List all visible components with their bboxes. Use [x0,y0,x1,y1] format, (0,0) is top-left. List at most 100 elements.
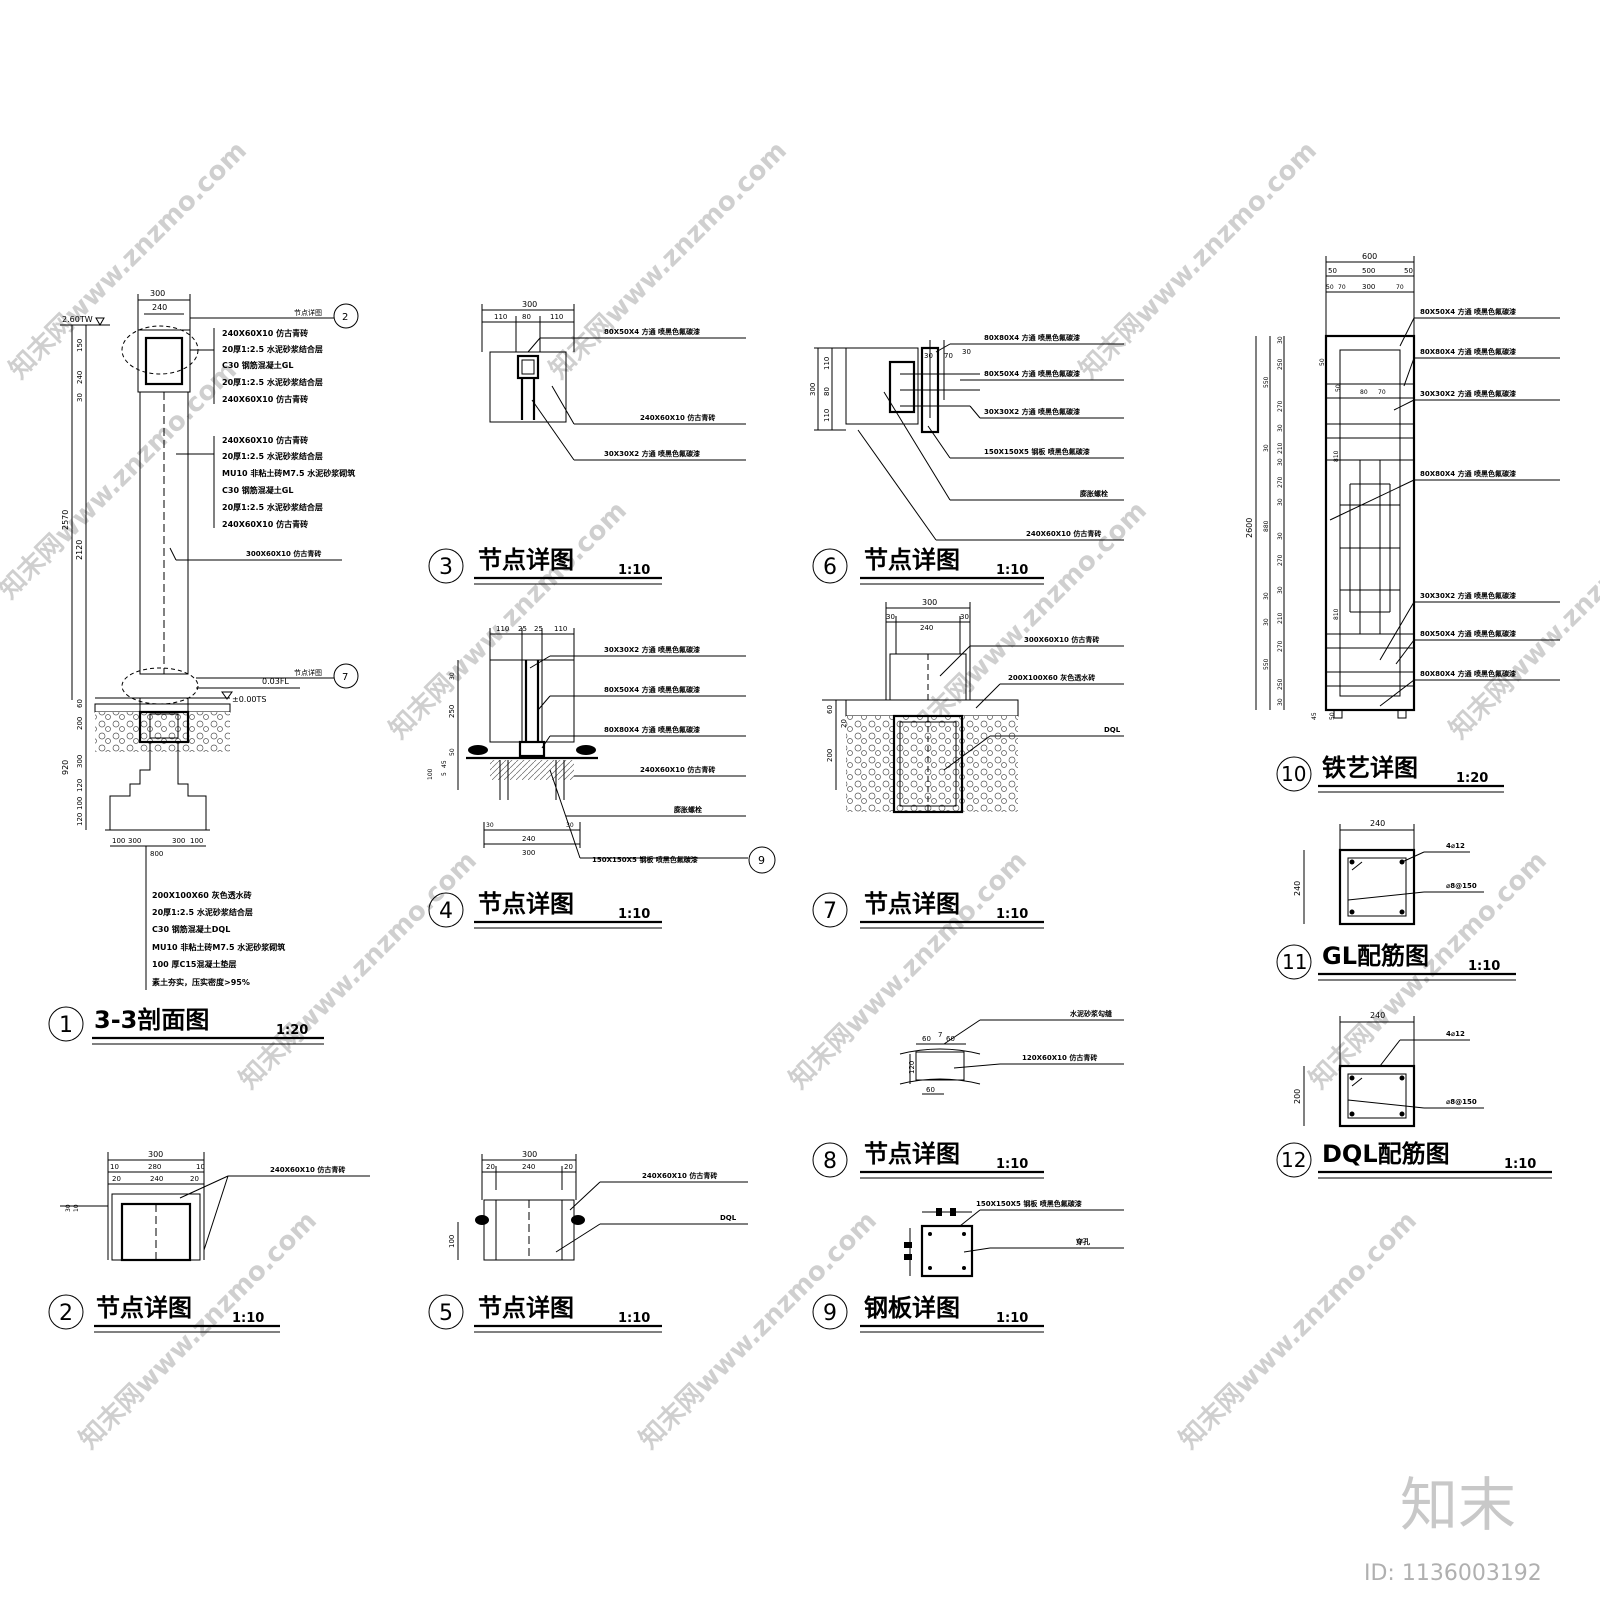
callout-text: 30X30X2 方通 喷黑色氟碳漆 [604,449,700,458]
dim-text: 50 [1335,384,1342,392]
callout-text: 120X60X10 仿古青砖 [1022,1053,1097,1062]
callout-text: 80X80X4 方通 喷黑色氟碳漆 [604,725,700,734]
elevation-zero: ±0.00TS [232,695,266,704]
callout-text: 80X50X4 方通 喷黑色氟碳漆 [604,327,700,336]
detail-6-node: 30 70 30 110 80 110 300 80X80X4 方通 喷黑色氟碳… [809,333,1124,585]
dim-text: 100 [427,768,434,780]
detail-scale: 1:10 [1468,959,1500,974]
dim-text: 70 [944,352,953,360]
detail-11-gl-rebar: 240 240 4⌀12 ⌀8@150 11 GL配筋图 1:10 [1276,819,1516,981]
callout-text: 240X60X10 仿古青砖 [222,519,308,529]
watermark-text: 知末网www.znzmo.com [234,846,483,1095]
dim-text: 110 [494,313,507,321]
dim-text: 240 [1370,1011,1385,1020]
callout-text: 150X150X5 钢板 喷黑色氟碳漆 [976,1199,1082,1208]
detail-9-steel-plate: 150X150X5 钢板 喷黑色氟碳漆 穿孔 9 钢板详图 1:10 [812,1199,1124,1333]
dim-text: 120 [76,779,84,792]
callout-text: 80X80X4 方通 喷黑色氟碳漆 [984,333,1080,342]
callout-text: 100 厚C15混凝土垫层 [152,959,237,969]
dim-text: 100 [76,797,84,810]
dim-text: 70 [1378,389,1386,396]
detail-number: 6 [823,555,837,580]
dim-text: 30 [449,672,456,680]
dim-text: 810 [1333,450,1340,462]
dim-text: 10 [196,1163,205,1171]
dim-text: 50 [449,748,456,756]
dim-text: 300 [150,289,165,298]
detail-number-bubble [428,548,464,584]
detail-number: 7 [823,899,837,924]
dim-text: 210 [1277,612,1284,624]
detail-number-bubble [812,1294,848,1330]
callout-text: 4⌀12 [1446,842,1465,850]
callout-text: 80X50X4 方通 喷黑色氟碳漆 [984,369,1080,378]
detail-scale: 1:10 [996,907,1028,922]
watermark-text: 知末网www.znzmo.com [1074,136,1323,385]
callout-text: DQL [1104,726,1121,734]
dim-text: 60 [922,1035,931,1043]
dim-text: 60 [926,1086,935,1094]
detail-12-dql-rebar: 240 200 4⌀12 ⌀8@150 12 DQL配筋图 1:10 [1276,1011,1552,1179]
callout-text: 20厚1:2.5 水泥砂浆结合层 [222,377,323,387]
dim-text: 110 [823,409,831,422]
dim-text: 2120 [75,540,84,560]
dim-text: 5 [441,772,448,776]
detail-title: 节点详图 [864,546,960,574]
dim-text: 30 [1263,618,1270,626]
dim-text: 150 [76,339,84,352]
dim-text: 30 [76,393,84,402]
callout-text: 240X60X10 仿古青砖 [640,413,715,422]
callout-text: C30 钢筋混凝土DQL [152,924,230,934]
ref-bubble [748,846,776,874]
callout-text: 20厚1:2.5 水泥砂浆结合层 [222,502,323,512]
detail-scale: 1:10 [996,1157,1028,1172]
dim-text: 300 [1362,283,1375,291]
ref-label: 节点详图 [294,668,322,677]
dim-text: 30 [566,822,574,829]
detail-number: 11 [1282,950,1307,974]
callout-text: C30 钢筋混凝土GL [222,485,293,495]
dim-text: 110 [496,625,509,633]
detail-3-node: 300 110 80 110 80X50X4 方通 喷黑色氟碳漆 240X60X… [428,300,746,585]
callout-text: 20厚1:2.5 水泥砂浆结合层 [222,451,323,461]
ref-number: 7 [342,672,348,683]
detail-number: 2 [59,1301,73,1326]
callout-text: 80X80X4 方通 喷黑色氟碳漆 [1420,669,1516,678]
detail-title: 铁艺详图 [1322,754,1418,782]
callout-text: 300X60X10 仿古青砖 [246,549,321,558]
detail-title: 节点详图 [864,890,960,918]
dim-text: 80 [522,313,531,321]
dim-text: 60 [946,1035,955,1043]
callout-text: 水泥砂浆勾缝 [1070,1009,1112,1018]
detail-number-bubble [428,1294,464,1330]
dim-text: 240 [1293,881,1302,896]
watermark-text: 知末网www.znzmo.com [1444,496,1600,745]
callout-text: 80X80X4 方通 喷黑色氟碳漆 [1420,347,1516,356]
detail-scale: 1:10 [618,907,650,922]
callout-text: 80X50X4 方通 喷黑色氟碳漆 [1420,307,1516,316]
detail-2-node: 300 10 280 10 20 240 20 30 10 240X60X10 … [48,1150,370,1333]
callout-text: MU10 非粘土砖M7.5 水泥砂浆砌筑 [152,942,285,952]
dim-text: 550 [1263,658,1270,670]
dim-text: 30 [886,613,895,621]
dim-text: 300 [76,755,84,768]
detail-number: 3 [439,555,453,580]
detail-number-bubble [812,892,848,928]
callout-text: MU10 非粘土砖M7.5 水泥砂浆砌筑 [222,468,355,478]
callout-text: 200X100X60 灰色透水砖 [152,890,252,900]
callout-text: C30 钢筋混凝土GL [222,360,293,370]
detail-7-node: 300 30 240 30 60 20 200 300X60X10 仿古青砖 2… [812,598,1124,929]
detail-number-bubble [428,892,464,928]
dim-text: 50 [1319,358,1326,366]
dim-text: 50 [1328,267,1337,275]
dim-text: 30 [1277,336,1284,344]
detail-scale: 1:10 [618,1311,650,1326]
detail-scale: 1:10 [618,563,650,578]
dim-text: 240 [522,1163,535,1171]
detail-title: 节点详图 [478,890,574,918]
watermark-text: 知末网www.znzmo.com [0,356,243,605]
dim-text: 20 [840,719,848,728]
dim-text: 240 [1370,819,1385,828]
dim-text: 240 [76,371,84,384]
